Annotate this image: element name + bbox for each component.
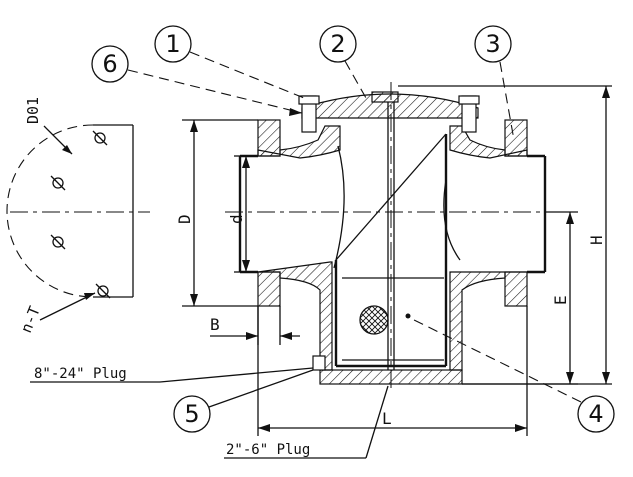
callout-1-label: 1 [165, 30, 180, 58]
callout-3-label: 3 [485, 30, 500, 58]
callout-4-label: 4 [588, 400, 603, 428]
plug-small-label: 2"-6" Plug [226, 442, 310, 458]
dim-E-label: E [551, 295, 570, 305]
callout-5-label: 5 [184, 400, 199, 428]
strainer-body-section [225, 82, 578, 392]
dim-d-label: d [227, 214, 246, 224]
dim-D-label: D [175, 214, 194, 224]
callout-1-circle [154, 25, 192, 63]
callout-6-label: 6 [102, 50, 117, 78]
bolt-circle-arc [6, 124, 94, 298]
dimension-lines: D d B E H L [175, 85, 612, 436]
cover [301, 93, 479, 119]
nt-label: n-T [17, 304, 44, 336]
d01-label: D01 [24, 97, 42, 124]
screen-mesh-detail [359, 305, 389, 335]
flange-end-view: D01 n-T [6, 97, 150, 336]
callout-2-label: 2 [330, 30, 345, 58]
bolt-holes [50, 130, 111, 299]
callout-2-circle [319, 25, 357, 63]
callout-4-circle [577, 395, 615, 433]
dim-L-label: L [382, 409, 392, 428]
callout-6-circle [91, 45, 129, 83]
dim-H-label: H [587, 235, 606, 245]
plug-labels: 8"-24" Plug 2"-6" Plug [30, 366, 389, 459]
drain-plug [312, 355, 326, 371]
plug-large-label: 8"-24" Plug [34, 366, 127, 382]
callout-3-circle [474, 25, 512, 63]
callout-5-circle [173, 395, 211, 433]
callouts: 1 2 3 4 5 6 [91, 25, 615, 433]
dim-B-label: B [210, 315, 220, 334]
